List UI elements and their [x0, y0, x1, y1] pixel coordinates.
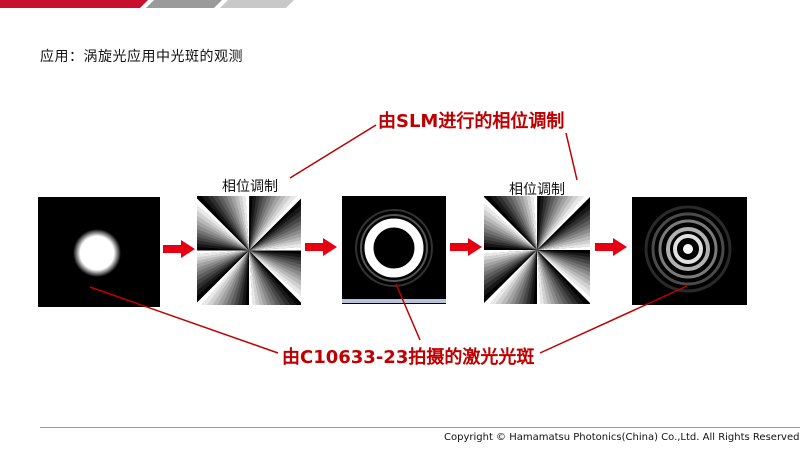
ring-pattern-image	[632, 197, 747, 305]
phase-wedge-segment	[238, 196, 249, 251]
annotation-c10633-laser-spot: 由C10633-23拍摄的激光光斑	[282, 347, 535, 368]
phase-wedge-segment	[537, 196, 590, 250]
phase-wedge-segment	[484, 250, 537, 304]
bright-center-spot	[683, 244, 693, 254]
footer-copyright: Copyright © Hamamatsu Photonics(China) C…	[444, 432, 800, 443]
phase-mask-image-2	[484, 196, 590, 304]
phase-wedge-segment	[533, 196, 538, 250]
phase-wedge-segment	[537, 203, 590, 250]
leader-line-top-left	[289, 124, 377, 179]
phase-wedge-segment	[249, 240, 301, 251]
phase-wedge-segment	[537, 223, 590, 250]
phase-wedge-segment	[537, 196, 590, 250]
phase-wedge-segment	[249, 247, 301, 251]
phase-wedge-segment	[245, 196, 250, 251]
phase-wedge-segment	[484, 250, 537, 303]
phase-wedge-segment	[241, 196, 249, 251]
donut-beam-image	[342, 196, 446, 304]
phase-wedge-segment	[197, 250, 249, 254]
phase-wedge-segment	[249, 228, 301, 251]
phase-wedge-segment	[484, 250, 537, 291]
phase-label-2: 相位调制	[509, 182, 565, 198]
phase-mask-image-1	[197, 196, 301, 305]
phase-wedge-segment	[249, 224, 301, 251]
phase-wedge-segment	[249, 250, 297, 305]
donut-image-bottom-strip	[342, 299, 446, 303]
phase-wedge-segment	[249, 250, 260, 305]
phase-label-1: 相位调制	[222, 179, 278, 195]
arrow-right-icon	[305, 238, 337, 256]
page-title: 应用：涡旋光应用中光斑的观测	[40, 49, 243, 65]
phase-wedge-segment	[526, 196, 537, 250]
phase-wedge-segment	[197, 250, 249, 286]
phase-wedge-segment	[484, 249, 537, 254]
top-decor-bar	[0, 0, 294, 8]
input-beam-spot-image	[38, 197, 160, 307]
phase-wedge-segment	[197, 250, 249, 273]
phase-wedge-segment	[197, 196, 249, 251]
phase-wedge-segment	[536, 250, 541, 304]
top-bar-red-segment	[0, 0, 148, 8]
arrow-right-icon	[163, 240, 195, 258]
phase-wedge-segment	[249, 220, 301, 251]
arrow-right-icon	[450, 238, 482, 256]
phase-wedge-segment	[249, 196, 301, 251]
gaussian-spot	[73, 229, 121, 277]
phase-wedge-segment	[537, 246, 590, 251]
top-bar-light-segment	[220, 0, 294, 8]
arrow-right-icon	[595, 238, 627, 256]
phase-wedge-segment	[197, 250, 249, 303]
phase-wedge-segment	[484, 196, 537, 250]
footer-divider	[40, 427, 800, 428]
phase-wedge-segment	[207, 196, 249, 251]
annotation-slm-phase-modulation: 由SLM进行的相位调制	[378, 111, 565, 132]
phase-wedge-segment	[197, 250, 249, 291]
phase-wedge-segment	[537, 250, 548, 304]
phase-wedge-segment	[249, 250, 301, 305]
phase-wedge-segment	[249, 250, 272, 305]
phase-wedge-segment	[249, 250, 291, 305]
phase-wedge-segment	[212, 196, 249, 251]
top-bar-grey-segment	[146, 0, 222, 8]
leader-line-top-right	[565, 132, 578, 181]
donut-ring	[364, 218, 424, 278]
